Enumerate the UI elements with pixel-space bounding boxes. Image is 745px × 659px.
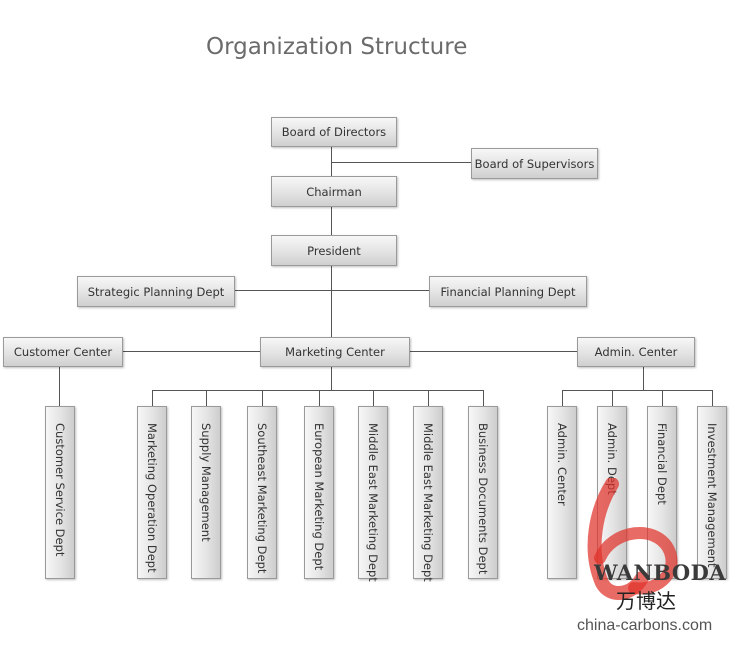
node-admin-center-sub[interactable]: Admin. Center bbox=[547, 406, 577, 579]
node-board-of-directors[interactable]: Board of Directors bbox=[271, 117, 397, 147]
node-middle-east-marketing-dept-1[interactable]: Middle East Marketing Dept bbox=[358, 406, 388, 582]
node-supply-management[interactable]: Supply Management bbox=[191, 406, 221, 579]
node-investment-management[interactable]: Investment Management bbox=[697, 406, 727, 579]
node-president[interactable]: President bbox=[271, 235, 397, 266]
node-marketing-center[interactable]: Marketing Center bbox=[260, 337, 410, 367]
node-customer-service-dept[interactable]: Customer Service Dept bbox=[45, 406, 75, 579]
watermark-brand-cn: 万博达 bbox=[616, 589, 676, 613]
wanboda-logo-icon bbox=[587, 478, 678, 600]
node-european-marketing-dept[interactable]: European Marketing Dept bbox=[304, 406, 334, 579]
node-financial-dept[interactable]: Financial Dept bbox=[647, 406, 677, 579]
node-customer-center[interactable]: Customer Center bbox=[3, 337, 123, 367]
node-marketing-operation-dept[interactable]: Marketing Operation Dept bbox=[137, 406, 167, 579]
node-southeast-marketing-dept[interactable]: Southeast Marketing Dept bbox=[247, 406, 277, 579]
node-board-of-supervisors[interactable]: Board of Supervisors bbox=[471, 148, 598, 179]
node-strategic-planning-dept[interactable]: Strategic Planning Dept bbox=[77, 276, 235, 307]
node-middle-east-marketing-dept-2[interactable]: Middle East Marketing Dept bbox=[413, 406, 443, 582]
watermark-url: china-carbons.com bbox=[577, 617, 713, 634]
node-financial-planning-dept[interactable]: Financial Planning Dept bbox=[429, 276, 587, 307]
node-business-documents-dept[interactable]: Business Documents Dept bbox=[468, 406, 498, 579]
node-admin-center[interactable]: Admin. Center bbox=[577, 337, 695, 367]
chart-title: Organization Structure bbox=[206, 34, 468, 60]
watermark-brand: WANBODA bbox=[594, 560, 727, 585]
node-chairman[interactable]: Chairman bbox=[271, 176, 397, 207]
